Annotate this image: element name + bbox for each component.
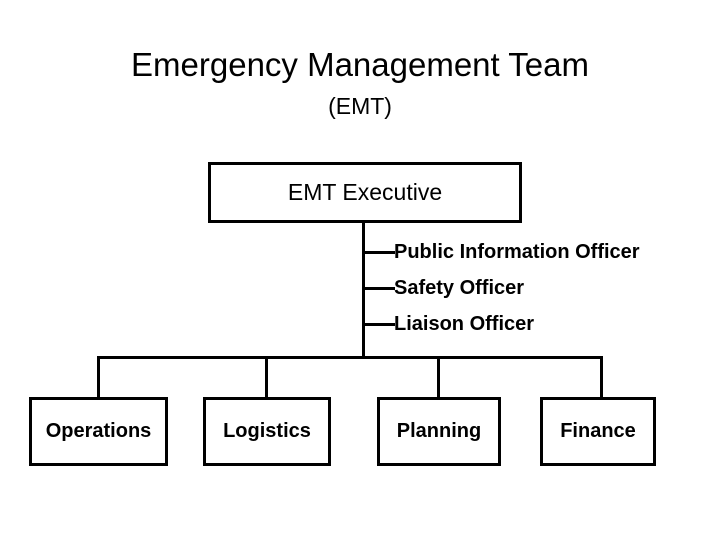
connector-trunk-vertical bbox=[362, 223, 365, 359]
node-finance-label: Finance bbox=[560, 420, 636, 442]
connector-staff-stub-2 bbox=[362, 287, 395, 290]
connector-drop-planning bbox=[437, 356, 440, 399]
connector-staff-stub-3 bbox=[362, 323, 395, 326]
node-operations[interactable]: Operations bbox=[29, 397, 168, 466]
staff-position-safety-officer[interactable]: Safety Officer bbox=[394, 277, 525, 299]
node-planning[interactable]: Planning bbox=[377, 397, 501, 466]
staff-position-public-information-officer[interactable]: Public Information Officer bbox=[394, 241, 640, 263]
connector-horizontal-bus bbox=[97, 356, 603, 359]
node-logistics[interactable]: Logistics bbox=[203, 397, 331, 466]
node-operations-label: Operations bbox=[45, 420, 152, 442]
node-finance[interactable]: Finance bbox=[540, 397, 656, 466]
connector-drop-operations bbox=[97, 356, 100, 399]
node-emt-executive-label: EMT Executive bbox=[287, 179, 443, 205]
page-subtitle: (EMT) bbox=[328, 93, 392, 119]
node-emt-executive[interactable]: EMT Executive bbox=[208, 162, 522, 223]
node-logistics-label: Logistics bbox=[223, 420, 311, 442]
staff-position-liaison-officer[interactable]: Liaison Officer bbox=[394, 313, 535, 335]
page-title: Emergency Management Team bbox=[131, 46, 589, 83]
connector-drop-logistics bbox=[265, 356, 268, 399]
connector-drop-finance bbox=[600, 356, 603, 399]
node-planning-label: Planning bbox=[396, 420, 482, 442]
connector-staff-stub-1 bbox=[362, 251, 395, 254]
